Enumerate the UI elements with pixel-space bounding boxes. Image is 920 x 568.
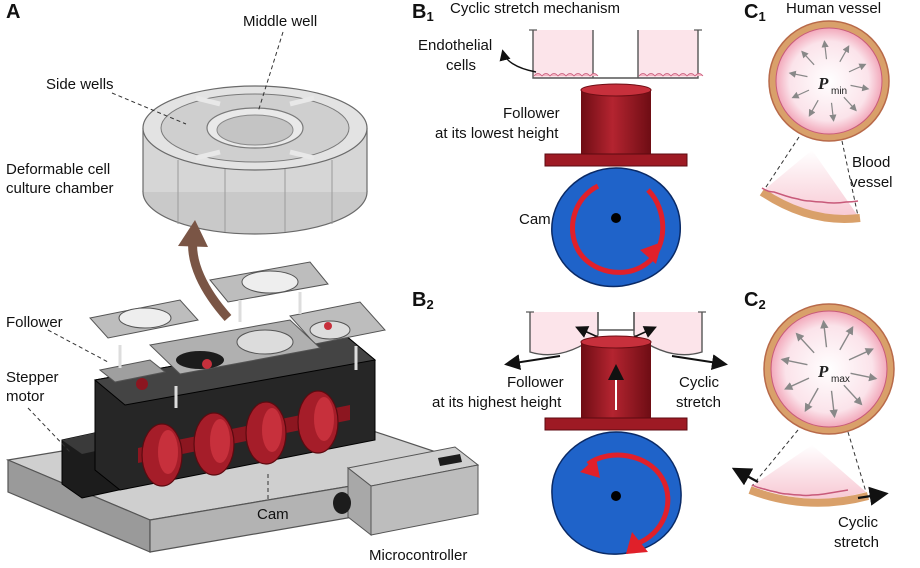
pressure-subscript-min: min <box>831 86 847 97</box>
pressure-arrow-min <box>839 45 850 63</box>
follower-low <box>544 83 688 167</box>
pressure-arrow-min <box>843 96 857 112</box>
cyclic-stretch-arrow-right <box>857 486 889 506</box>
vessel-wall-section-c1 <box>759 150 861 223</box>
cyclic-stretch-b-line1: Cyclic <box>679 374 719 391</box>
pressure-arrow-max <box>780 356 808 366</box>
plate-assembly <box>89 261 386 408</box>
endothelial-label-line1: Endothelial <box>418 37 492 54</box>
panel-label-b2: B2 <box>412 289 434 312</box>
chamber-label-line2: culture chamber <box>6 180 114 197</box>
follower-high <box>544 335 688 431</box>
endothelial-label-line2: cells <box>446 57 476 74</box>
camshaft <box>138 390 350 487</box>
pressure-arrow-max <box>795 332 815 354</box>
stepper-label-line1: Stepper <box>6 369 59 386</box>
pressure-arrow-min <box>850 84 870 92</box>
follower-label: Follower <box>6 314 63 331</box>
follower-high-label-line2: at its highest height <box>432 394 562 411</box>
pressure-arrow-min <box>801 50 815 66</box>
panel-label-a: A <box>6 1 20 23</box>
stretch-arrow-right-up <box>631 326 657 339</box>
pressure-arrow-min <box>829 102 837 122</box>
follower-high-label-line1: Follower <box>507 374 564 391</box>
pressure-arrow-max <box>843 384 863 406</box>
pressure-arrow-max <box>839 325 854 351</box>
zoom-line-c1-right <box>841 140 859 217</box>
stretch-arrow-left-up <box>575 326 601 339</box>
cyclic-stretch-b-line2: stretch <box>676 394 721 411</box>
panel-label-c2: C2 <box>744 289 766 312</box>
microcontroller-label: Microcontroller <box>369 547 467 564</box>
assembly-arrow <box>178 220 232 321</box>
cam-b1-label: Cam <box>519 211 551 228</box>
middle-well-label: Middle well <box>243 13 317 30</box>
pressure-arrow-max <box>804 387 819 413</box>
blood-vessel-label-line2: vessel <box>850 174 893 191</box>
endothelial-arrow <box>499 49 537 73</box>
pressure-arrow-max <box>848 348 874 361</box>
zoom-line-c2-left <box>751 429 799 487</box>
pressure-arrow-max <box>850 372 878 382</box>
cam-b1 <box>551 167 681 288</box>
pressure-arrow-max <box>784 377 810 390</box>
cyclic-stretch-c-line1: Cyclic <box>838 514 878 531</box>
stretch-arrow-right <box>671 354 728 371</box>
b1-title: Cyclic stretch mechanism <box>450 0 620 17</box>
panel-label-c1: C1 <box>744 1 766 24</box>
pressure-subscript-max: max <box>831 374 850 385</box>
pressure-arrow-min <box>791 89 810 99</box>
microcontroller-box <box>333 446 480 537</box>
zoom-line-c2-right <box>847 431 867 493</box>
culture-chamber-b1 <box>529 29 704 79</box>
stepper-leader <box>27 407 71 453</box>
panel-label-b1: B1 <box>412 1 434 24</box>
pressure-arrow-min <box>821 40 829 60</box>
stretch-arrow-left <box>504 354 561 371</box>
blood-vessel-label-line1: Blood <box>852 154 890 171</box>
pressure-symbol-max: P <box>817 362 829 381</box>
cam-b2 <box>551 431 682 555</box>
vessel-c1 <box>768 20 890 142</box>
cyclic-stretch-arrow-left <box>731 467 759 486</box>
follower-low-label-line1: Follower <box>503 105 560 122</box>
stepper-label-line2: motor <box>6 388 44 405</box>
vessel-wall-section-c2 <box>748 445 870 507</box>
chamber-label-line1: Deformable cell <box>6 161 110 178</box>
vessel-c2 <box>763 303 895 435</box>
follower-low-label-line2: at its lowest height <box>435 125 559 142</box>
pressure-arrow-min <box>848 63 867 73</box>
pressure-arrow-min <box>808 99 819 117</box>
zoom-line-c1-left <box>763 136 800 191</box>
pressure-arrow-min <box>788 70 808 78</box>
cyclic-stretch-c-line2: stretch <box>834 534 879 551</box>
pressure-symbol-min: P <box>817 74 829 93</box>
follower-leader <box>47 329 109 363</box>
side-wells-label: Side wells <box>46 76 114 93</box>
cam-a-label: Cam <box>257 506 289 523</box>
pressure-arrow-max <box>829 390 838 419</box>
pressure-arrow-max <box>820 319 829 348</box>
side-wells-leader <box>111 92 187 125</box>
cell-culture-chamber <box>142 85 368 235</box>
c1-title: Human vessel <box>786 0 881 17</box>
